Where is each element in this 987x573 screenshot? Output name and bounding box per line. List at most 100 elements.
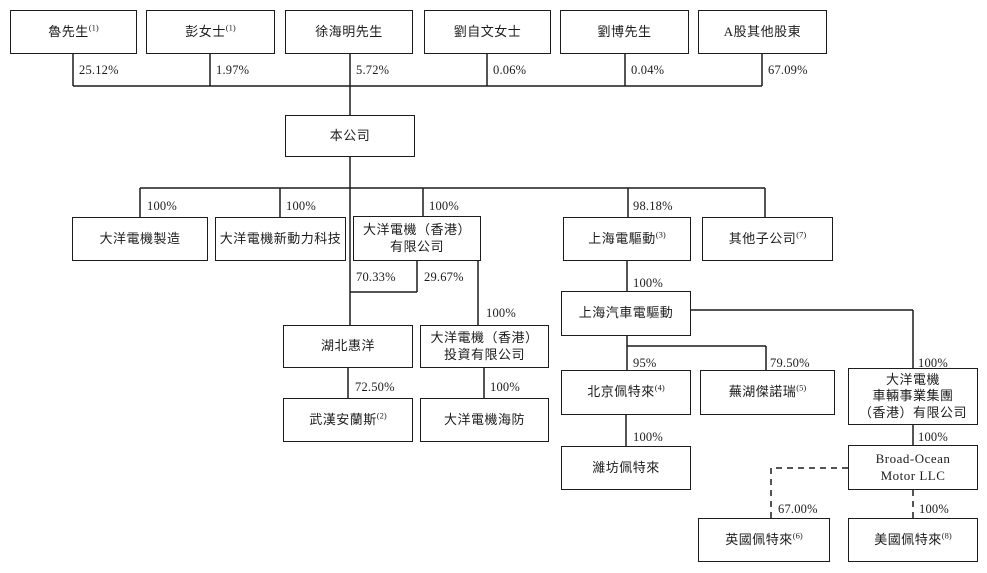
node-label-text: Broad-Ocean [875,451,951,466]
footnote-ref: (7) [796,229,807,240]
node-other-subs: 其他子公司(7) [702,217,833,261]
node-peng: 彭女士(1) [146,10,275,54]
node-label-text: 北京佩特來 [587,384,655,400]
node-new-power: 大洋電機新動力科技 [215,217,346,261]
footnote-ref: (1) [225,22,236,33]
ownership-pct-hk-invest100: 100% [486,306,516,320]
node-label-text: 大洋電機 [885,371,940,387]
node-wuhan: 武漢安蘭斯(2) [283,398,413,442]
node-label-text: 美國佩特來 [874,531,942,547]
ownership-pct-beijing-weifang: 100% [633,430,663,444]
ownership-pct-hubei-wuhan: 72.50% [355,380,395,394]
node-label-line: 徐海明先生 [315,24,383,41]
node-label-line: 有限公司 [390,239,444,256]
node-hk-invest: 大洋電機（香港）投資有限公司 [420,325,549,368]
node-lu: 魯先生(1) [10,10,137,54]
ownership-pct-edrive-auto: 100% [633,276,663,290]
footnote-ref: (8) [941,530,952,541]
node-label-line: A股其他股東 [724,24,801,41]
node-label-line: 大洋電機 [886,372,940,389]
node-label-line: 劉博先生 [597,24,651,41]
ownership-pct-invest-haiphong: 100% [490,380,520,394]
node-label-text: 劉博先生 [597,23,652,39]
ownership-pct-company-hubei: 70.33% [356,270,396,284]
ownership-pct-lu-company: 25.12% [79,63,119,77]
node-label-line: Broad-Ocean [876,451,951,468]
node-manufacture: 大洋電機製造 [72,217,208,261]
node-label-text: 濰坊佩特來 [592,459,660,475]
node-label-line: 彭女士(1) [185,22,236,41]
node-label-line: 其他子公司(7) [728,229,807,248]
node-label-text: 上海電驅動 [588,230,656,246]
node-label-line: （香港）有限公司 [859,405,967,422]
node-label-line: 車輛事業集團 [872,388,953,405]
node-label-text: 魯先生 [48,23,89,39]
node-label-text: 大洋電機海防 [443,411,525,427]
node-label-text: 其他子公司 [728,230,797,246]
node-label-text: 英國佩特來 [725,531,793,547]
node-haiphong: 大洋電機海防 [420,398,549,442]
footnote-ref: (2) [376,410,387,421]
node-label-text: 車輛事業集團 [872,388,954,404]
ownership-pct-vehicle-broadocean: 100% [918,430,948,444]
node-label-text: 投資有限公司 [443,346,525,362]
node-label-line: 上海電驅動(3) [588,230,665,248]
node-label-line: Motor LLC [881,468,946,485]
ownership-pct-broadocean-us: 100% [919,502,949,516]
node-label-text: 彭女士 [185,23,226,39]
node-label-line: 上海汽車電驅動 [579,305,674,322]
footnote-ref: (6) [792,530,803,541]
ownership-pct-hk-hubei: 29.67% [424,270,464,284]
ownership-pct-auto-vehicle: 100% [918,356,948,370]
node-company: 本公司 [285,115,415,157]
node-shanghai-auto: 上海汽車電驅動 [561,291,691,336]
node-label-line: 本公司 [330,128,371,145]
node-hubei: 湖北惠洋 [283,325,413,368]
node-label-text: 大洋電機（香港） [430,330,539,345]
node-label-line: 北京佩特來(4) [587,384,664,401]
footnote-ref: (4) [654,382,665,393]
node-vehicle: 大洋電機車輛事業集團（香港）有限公司 [848,368,978,425]
ownership-pct-xu-company: 5.72% [356,63,390,77]
node-label-line: 劉自文女士 [454,24,522,41]
node-us: 美國佩特來(8) [848,518,978,562]
node-label-text: 大洋電機製造 [99,230,181,246]
node-label-line: 濰坊佩特來 [592,460,660,477]
node-liu-bo: 劉博先生 [560,10,689,54]
ownership-pct-peng-company: 1.97% [216,63,250,77]
node-label-line: 魯先生(1) [48,22,99,41]
node-label-line: 大洋電機（香港） [363,222,471,239]
node-label-text: 武漢安蘭斯 [309,411,377,427]
node-label-line: 大洋電機（香港） [430,330,538,347]
node-label-line: 美國佩特來(8) [874,530,952,549]
node-label-text: 大洋電機新動力科技 [219,230,342,246]
footnote-ref: (1) [88,22,99,33]
node-beijing: 北京佩特來(4) [561,370,691,415]
ownership-pct-auto-wuhu: 79.50% [770,356,810,370]
node-label-text: 劉自文女士 [453,23,522,39]
node-label-text: 蕪湖傑諾瑞 [728,384,797,400]
node-label-line: 大洋電機海防 [444,412,525,429]
ownership-pct-company-manufacture: 100% [147,199,177,213]
ownership-pct-liubo-company: 0.04% [631,63,665,77]
ownership-pct-company-shanghai: 98.18% [633,199,673,213]
node-a-share: A股其他股東 [698,10,827,54]
node-label-text: （香港）有限公司 [858,404,967,420]
node-label-line: 大洋電機新動力科技 [220,231,342,248]
node-liu-ziwen: 劉自文女士 [424,10,551,54]
ownership-pct-broadocean-uk: 67.00% [778,502,818,516]
ownership-pct-auto-beijing: 95% [633,356,657,370]
node-label-line: 武漢安蘭斯(2) [309,410,387,429]
node-label-text: 湖北惠洋 [320,338,375,354]
footnote-ref: (5) [796,382,807,393]
node-weifang: 濰坊佩特來 [561,446,691,490]
node-label-text: 有限公司 [389,238,444,254]
node-uk: 英國佩特來(6) [698,518,830,562]
node-label-text: 本公司 [329,127,371,143]
ownership-pct-liuziwen-company: 0.06% [493,63,527,77]
node-label-text: 大洋電機（香港） [362,222,471,237]
node-label-line: 湖北惠洋 [321,338,375,355]
